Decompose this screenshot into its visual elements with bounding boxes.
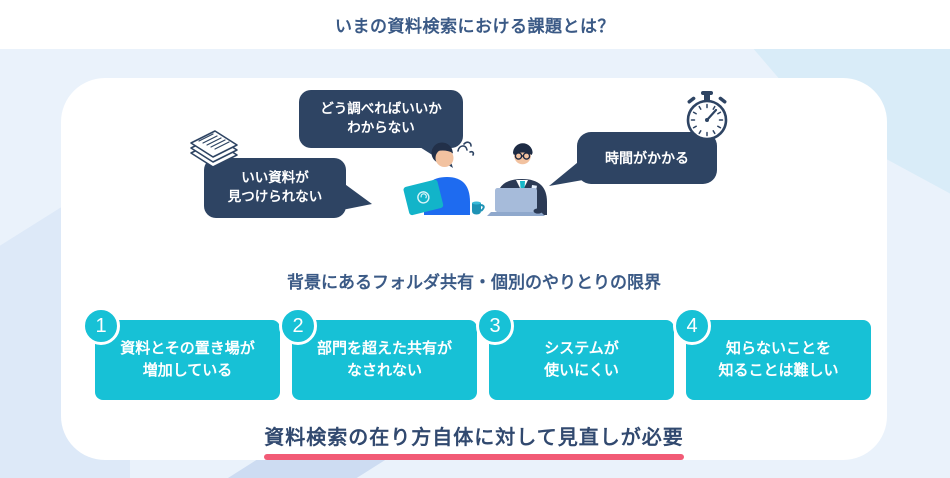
limit-number-badge: 4	[673, 307, 711, 345]
limit-box-3: 3 システムが 使いにくい	[476, 307, 674, 400]
workers-illustration	[403, 141, 547, 216]
header: いまの資料検索における課題とは？	[0, 0, 950, 49]
speech-bubble-takes-time: 時間がかかる	[549, 132, 717, 186]
limit-number-badge: 2	[279, 307, 317, 345]
speech-bubble-dont-know-how: どう調べればいいか わからない	[299, 90, 463, 168]
limits-heading: 背景にあるフォルダ共有・個別のやりとりの限界	[287, 273, 661, 292]
limit-number-badge: 3	[476, 307, 514, 345]
bubble-tail	[549, 158, 583, 186]
limit-box-text: システムが 使いにくい	[544, 339, 619, 380]
limit-number-badge: 1	[82, 307, 120, 345]
limit-box-4: 4 知らないことを 知ることは難しい	[673, 307, 871, 400]
limit-box-text: 部門を超えた共有が なされない	[316, 339, 452, 380]
conclusion-underline	[264, 454, 684, 460]
conclusion-text: 資料検索の在り方自体に対して見直しが必要	[264, 427, 684, 449]
confusion-squiggle-icon	[457, 141, 475, 156]
speech-bubble-cant-find: いい資料が 見つけられない	[204, 158, 372, 218]
speech-bubble-takes-time-text: 時間がかかる	[605, 150, 689, 166]
papers-stack-icon	[190, 130, 238, 168]
limits-row: 1 資料とその置き場が 増加している 2 部門を超えた共有が なされない 3 シ…	[82, 307, 871, 400]
stopwatch-icon	[686, 91, 728, 141]
bubble-tail	[342, 182, 372, 210]
limit-box-2: 2 部門を超えた共有が なされない	[279, 307, 477, 400]
limit-box-text: 資料とその置き場が 増加している	[120, 339, 255, 380]
limit-box-1: 1 資料とその置き場が 増加している	[82, 307, 280, 400]
page-title: いまの資料検索における課題とは？	[335, 17, 615, 36]
conclusion-inner: 資料検索の在り方自体に対して見直しが必要	[264, 421, 684, 460]
bg-diagonal-bottom	[228, 455, 393, 478]
illustration-card: いい資料が 見つけられない どう調べればいいか わからない	[61, 78, 887, 460]
limit-box-text: 知らないことを 知ることは難しい	[718, 339, 839, 380]
conclusion: 資料検索の在り方自体に対して見直しが必要	[61, 421, 887, 460]
speech-bubble-cant-find-text: いい資料が 見つけられない	[227, 170, 323, 204]
speech-bubble-dont-know-how-text: どう調べればいいか わからない	[320, 101, 442, 135]
